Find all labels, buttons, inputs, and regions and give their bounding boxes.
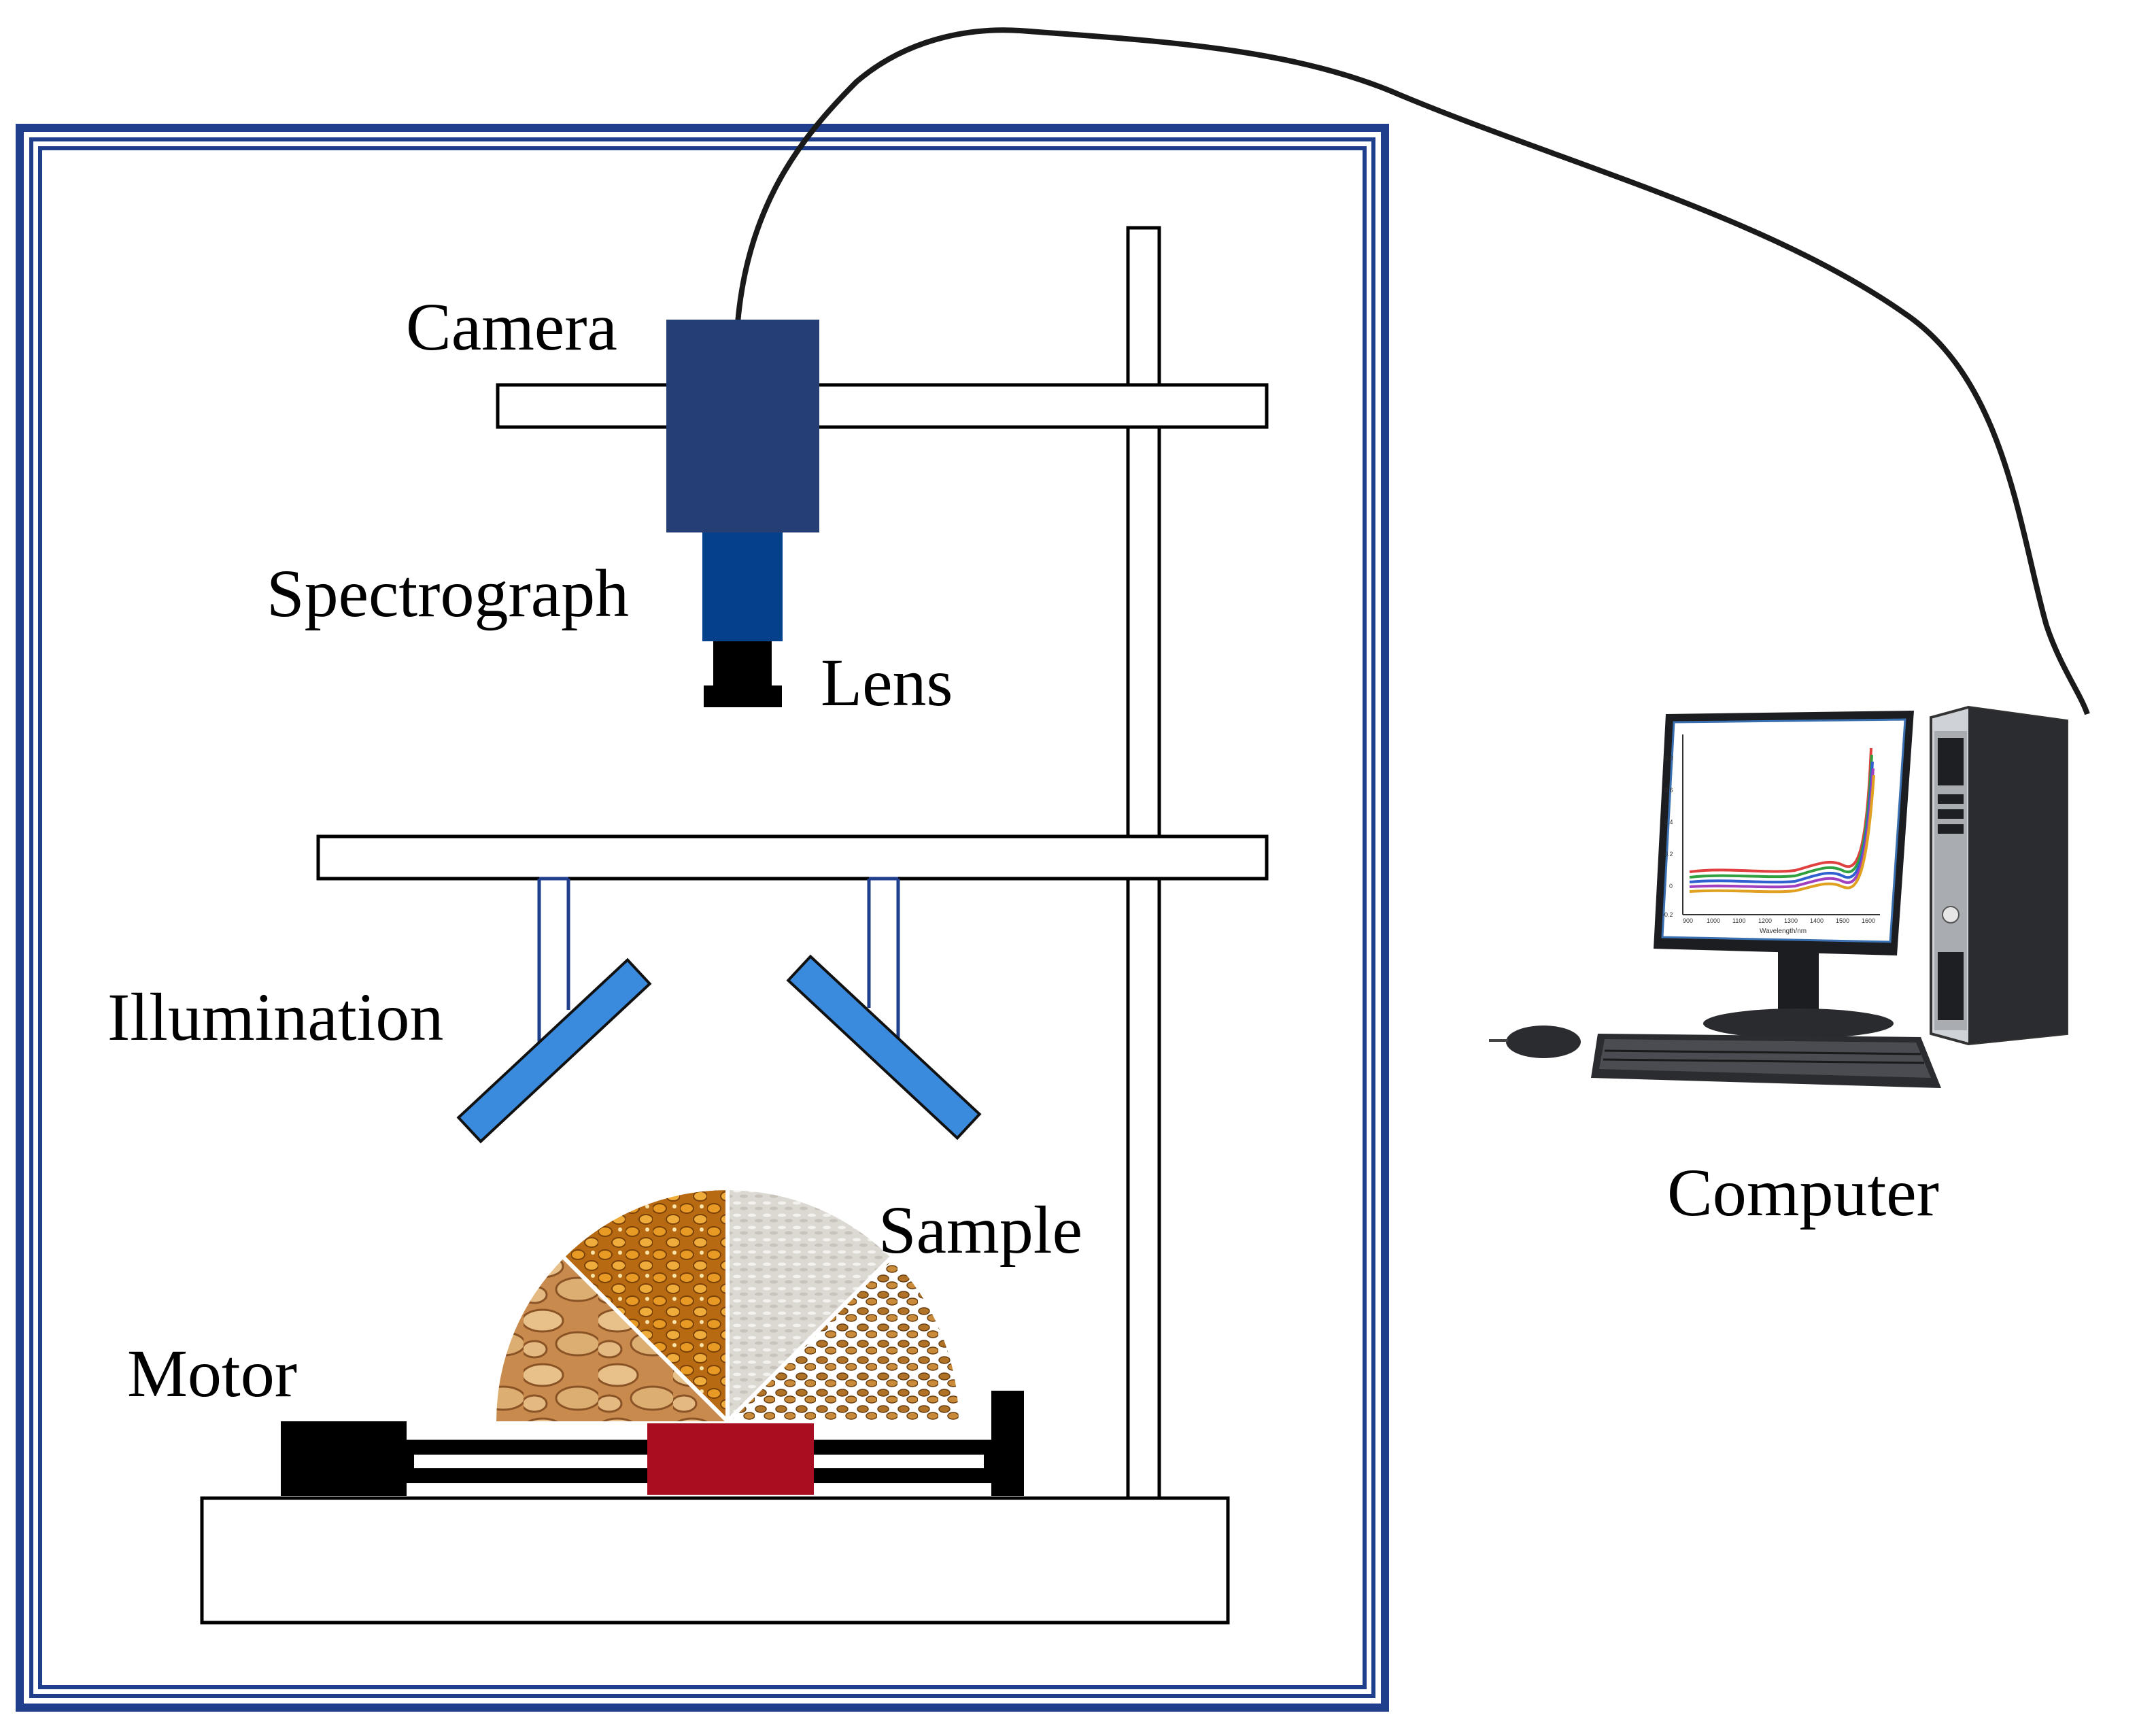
plot-ytick-4: 0 [1669, 883, 1673, 890]
plot-spectra [1689, 747, 1875, 894]
plot-ytick-0: 0.8 [1664, 755, 1673, 762]
plot-xtick-4: 1300 [1784, 917, 1798, 924]
computer-keyboard [1591, 1034, 1941, 1088]
sample-rice [728, 1190, 891, 1421]
upper-arm [496, 383, 1269, 429]
motor-stage [200, 1391, 1230, 1625]
plot-ytick-3: 0.2 [1664, 851, 1673, 858]
lower-arm [316, 834, 1269, 881]
plot-xlabel: Wavelength/nm [1760, 928, 1807, 935]
plot-ytick-5: -0.2 [1662, 911, 1673, 918]
plot-xtick-0: 900 [1683, 917, 1693, 924]
spectrograph-body [702, 532, 783, 641]
label-sample: Sample [878, 1192, 1082, 1268]
sample-fan [496, 1190, 959, 1421]
computer-tower [1930, 705, 2068, 1046]
plot-xtick-2: 1100 [1732, 917, 1745, 924]
plot-xtick-1: 1000 [1707, 917, 1720, 924]
computer-mouse [1489, 1026, 1581, 1058]
plot-xtick-3: 1200 [1758, 917, 1772, 924]
label-illumination: Illumination [107, 979, 443, 1055]
plot-ytick-2: 0.4 [1664, 819, 1673, 826]
plot-xtick-6: 1500 [1836, 917, 1849, 924]
illumination-mount-left [537, 877, 570, 1054]
label-spectrograph: Spectrograph [267, 556, 629, 631]
rail-end-stop [991, 1391, 1024, 1496]
base-platform [200, 1496, 1230, 1625]
plot-xtick-5: 1400 [1810, 917, 1824, 924]
motor-block [281, 1421, 407, 1496]
sample-carriage [647, 1423, 814, 1495]
monitor-plot: 0.8 0.6 0.4 0.2 0 -0.2 900 1000 1100 120… [1662, 734, 1880, 935]
sample-corn [564, 1190, 728, 1421]
label-camera: Camera [406, 289, 617, 365]
sample-peanuts [496, 1257, 728, 1421]
enclosure-frame [16, 124, 1389, 1712]
label-motor: Motor [127, 1336, 297, 1411]
cable [735, 27, 2090, 715]
label-computer: Computer [1667, 1155, 1939, 1230]
plot-xtick-7: 1600 [1862, 917, 1875, 924]
plot-ytick-1: 0.6 [1664, 787, 1673, 794]
illumination-lamp-left [456, 958, 652, 1144]
lens-body [704, 641, 782, 707]
sample-wheat [728, 1257, 959, 1421]
camera-body [666, 320, 819, 532]
illumination-lamp-right [786, 954, 982, 1140]
label-lens: Lens [821, 645, 953, 720]
computer-monitor [1654, 711, 1914, 1038]
illumination-mount-right [867, 877, 900, 1046]
